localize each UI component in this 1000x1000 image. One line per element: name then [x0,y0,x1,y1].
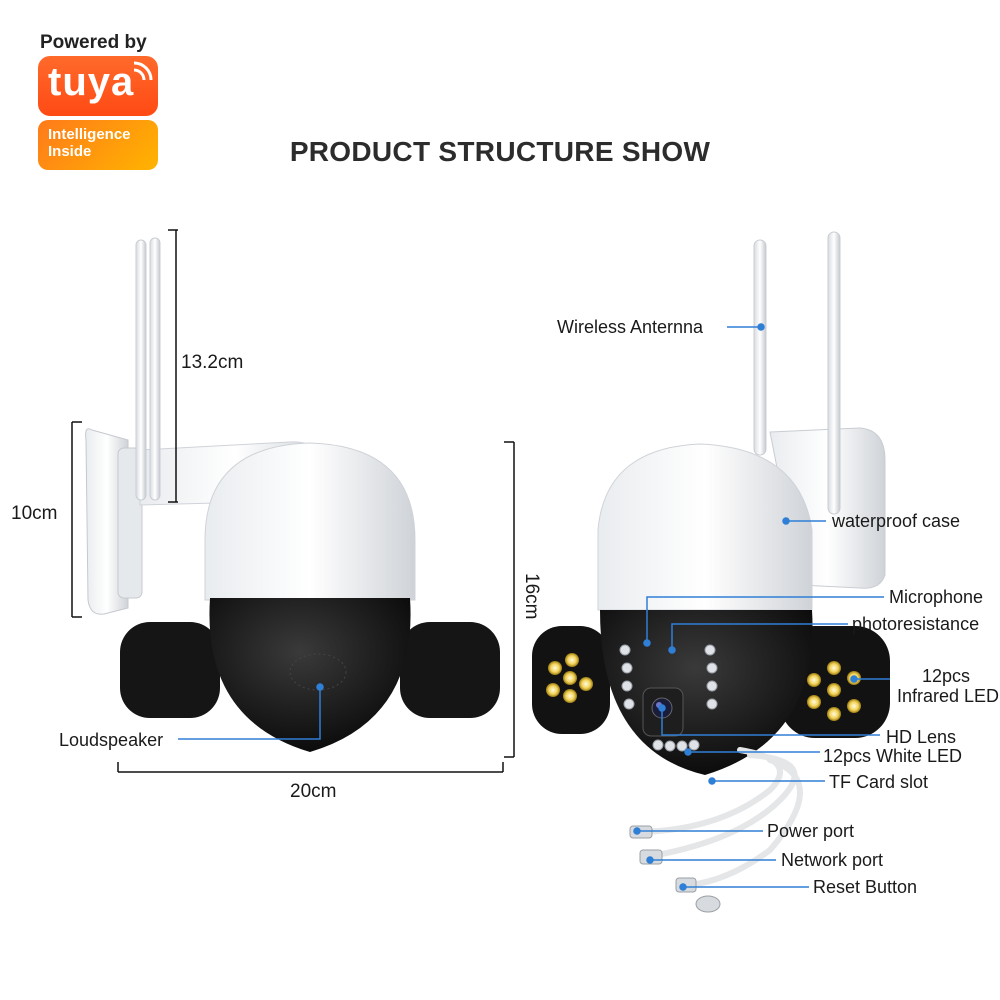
reset-button-label: Reset Button [813,877,918,897]
antenna-label: Wireless Anternna [557,317,704,337]
page-title: PRODUCT STRUCTURE SHOW [289,136,711,167]
tuya-logo-word: tuya [48,60,135,104]
tuya-logo: tuya [38,56,158,116]
wifi-icon [133,61,153,81]
camera-back-view [85,237,500,752]
badge-line-2: Inside [48,143,92,160]
loudspeaker-callout [178,683,324,740]
body-height-label: 16cm [521,573,542,620]
loudspeaker-label: Loudspeaker [59,730,164,750]
network-port-label: Network port [781,850,884,870]
tf-card-slot-label: TF Card slot [829,772,929,792]
intelligence-inside-badge: Intelligence Inside [38,120,158,170]
mount-height-label: 10cm [11,503,58,524]
dimension-lines [71,229,515,773]
antenna-height-label: 13.2cm [181,352,244,373]
callout-lines [633,323,890,891]
microphone-label: Microphone [889,587,984,607]
power-port-label: Power port [767,821,855,841]
width-label: 20cm [290,781,337,802]
hd-lens-label: HD Lens [886,727,957,747]
badge-line-1: Intelligence [48,126,131,143]
powered-by-text: Powered by [40,32,147,53]
photoresistance-label: photoresistance [852,614,980,634]
infrared-led-label: Infrared LED [897,686,1000,706]
white-led-label: 12pcs White LED [823,746,963,766]
waterproof-case-label: waterproof case [832,511,961,531]
infrared-led-count-label: 12pcs [922,666,971,686]
